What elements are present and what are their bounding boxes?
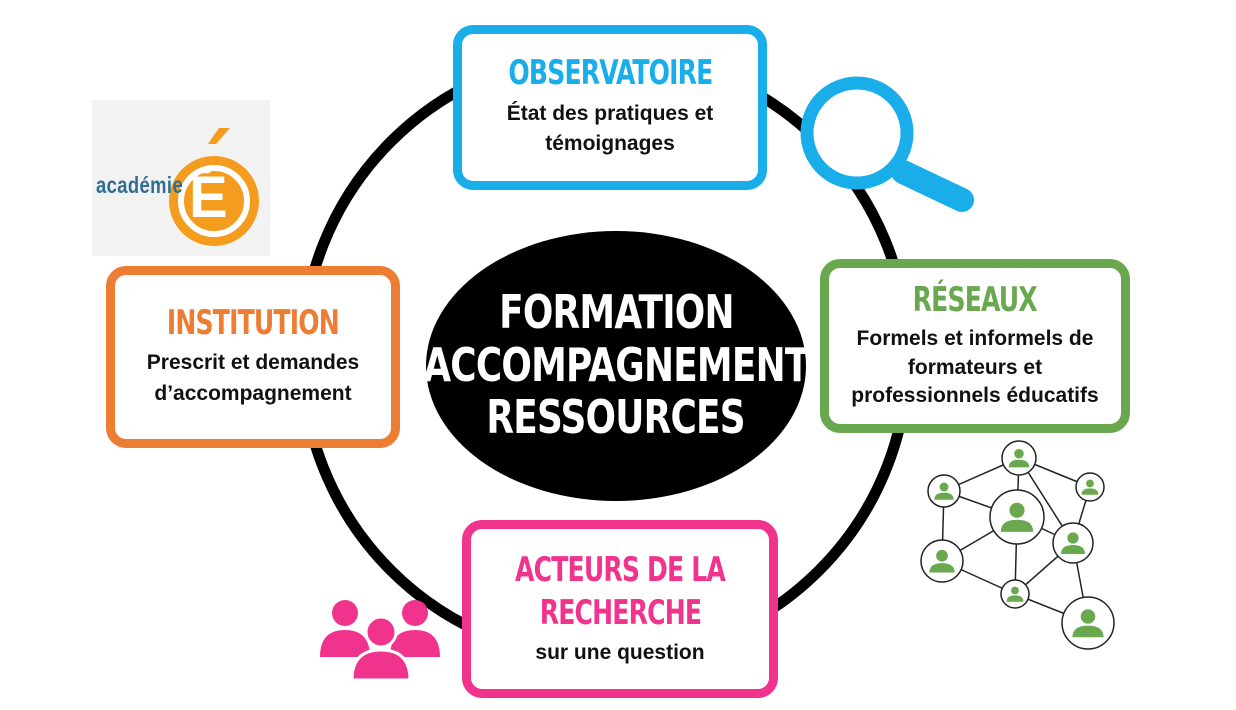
reseaux-text-line3: professionnels éducatifs [851, 383, 1099, 407]
center-line-ressources: RESSOURCES [486, 390, 746, 445]
academie-wordmark: académie [96, 172, 184, 198]
observatoire-box: OBSERVATOIRE État des pratiques et témoi… [453, 25, 767, 190]
reseaux-title: RÉSEAUX [912, 279, 1038, 320]
institution-box: INSTITUTION Prescrit et demandes d’accom… [106, 266, 400, 448]
center-ellipse [426, 231, 806, 501]
center-line-accompagnement: ACCOMPAGNEMENT [423, 337, 809, 392]
observatoire-text-line1: État des pratiques et [506, 101, 714, 125]
center-line-formation: FORMATION [498, 284, 734, 339]
institution-text-line2: d’accompagnement [154, 381, 352, 405]
acteurs-text: sur une question [535, 641, 705, 665]
academie-e-circle-icon [169, 128, 259, 246]
center-label: FORMATION ACCOMPAGNEMENT RESSOURCES [423, 230, 809, 500]
reseaux-box: RÉSEAUX Formels et informels de formateu… [820, 259, 1130, 433]
reseaux-text-line1: Formels et informels de [856, 327, 1094, 351]
reseaux-text-line2: formateurs et [907, 355, 1043, 379]
observatoire-title: OBSERVATOIRE [507, 53, 713, 94]
acteurs-title-line1: ACTEURS DE LA [515, 550, 726, 591]
institution-text-line1: Prescrit et demandes [146, 351, 360, 375]
acteurs-title-line2: RECHERCHE [539, 592, 701, 633]
institution-title: INSTITUTION [166, 302, 340, 343]
acteurs-box: ACTEURS DE LA RECHERCHE sur une question [462, 520, 778, 698]
observatoire-text-line2: témoignages [545, 132, 675, 156]
academie-logo: académie É [92, 100, 270, 256]
academie-letter: É [189, 165, 228, 230]
